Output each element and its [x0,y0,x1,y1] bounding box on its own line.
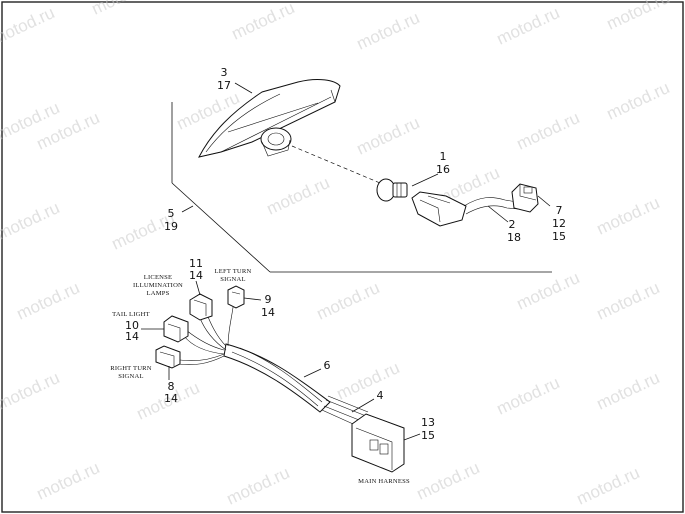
watermark-layer: motod.ru motod.ru motod.ru motod.ru moto… [0,0,672,509]
svg-text:13: 13 [421,416,435,429]
connector-right-turn [155,345,181,369]
svg-text:3: 3 [221,66,228,79]
svg-text:SIGNAL: SIGNAL [118,373,143,380]
svg-text:SIGNAL: SIGNAL [220,276,245,283]
callout-8-14: 8 14 [164,380,178,405]
svg-text:ILLUMINATION: ILLUMINATION [133,282,183,289]
caption-license-illumination-lamps: LICENSE ILLUMINATION LAMPS [133,274,183,297]
callout-6: 6 [324,359,331,372]
alignment-dashed-line [291,145,381,184]
callout-1-16: 1 16 [436,150,450,176]
callout-5-19: 5 19 [164,207,178,233]
svg-text:5: 5 [168,207,175,220]
watermark: motod.ru [334,358,403,404]
svg-text:14: 14 [125,330,139,343]
svg-text:16: 16 [436,163,450,176]
watermark: motod.ru [594,278,663,324]
watermark: motod.ru [264,173,333,219]
watermark: motod.ru [229,0,298,44]
watermark: motod.ru [14,278,83,324]
svg-text:LEFT TURN: LEFT TURN [215,268,252,275]
bulb [376,178,408,202]
tail-lamp-housing [198,78,341,158]
callout-11-14: 11 14 [189,257,203,282]
watermark: motod.ru [314,278,383,324]
callout-13-15: 13 15 [421,416,435,442]
watermark: motod.ru [604,0,673,34]
bulb-socket-harness [411,183,539,227]
callout-10-14: 10 14 [125,319,139,343]
svg-text:15: 15 [552,230,566,243]
connector-tail-light [163,315,189,343]
caption-main-harness: MAIN HARNESS [358,478,410,485]
svg-text:7: 7 [556,204,563,217]
caption-right-turn-signal: RIGHT TURN SIGNAL [110,365,152,380]
watermark: motod.ru [514,108,583,154]
svg-text:4: 4 [377,389,384,402]
svg-text:14: 14 [189,269,203,282]
watermark: motod.ru [574,463,643,509]
watermark: motod.ru [0,198,62,244]
callout-4: 4 [377,389,384,402]
watermark: motod.ru [604,78,673,124]
caption-tail-light: TAIL LIGHT [112,311,150,318]
callout-9-14: 9 14 [261,293,275,319]
svg-text:2: 2 [509,218,516,231]
watermark: motod.ru [514,268,583,314]
watermark: motod.ru [224,463,293,509]
svg-text:1: 1 [440,150,447,163]
connector-main-harness [351,413,405,473]
svg-text:LICENSE: LICENSE [144,274,173,281]
group-outline [171,102,552,273]
svg-text:10: 10 [125,319,139,332]
callout-7-12-15: 7 12 15 [552,204,566,243]
watermark: motod.ru [0,3,57,49]
caption-left-turn-signal: LEFT TURN SIGNAL [215,268,252,283]
svg-text:15: 15 [421,429,435,442]
svg-text:19: 19 [164,220,178,233]
connector-left-turn [227,285,245,309]
watermark: motod.ru [354,113,423,159]
leader-lines [141,82,551,441]
watermark: motod.ru [494,373,563,419]
watermark: motod.ru [594,193,663,239]
svg-text:8: 8 [168,380,175,393]
svg-text:14: 14 [261,306,275,319]
connector-license-lamps [189,293,213,321]
svg-text:RIGHT TURN: RIGHT TURN [110,365,152,372]
watermark: motod.ru [354,8,423,54]
watermark: motod.ru [594,368,663,414]
svg-text:18: 18 [507,231,521,244]
svg-text:14: 14 [164,392,178,405]
watermark: motod.ru [34,458,103,504]
svg-text:6: 6 [324,359,331,372]
callout-2-18: 2 18 [507,218,521,244]
svg-text:9: 9 [265,293,272,306]
watermark: motod.ru [494,3,563,49]
svg-text:12: 12 [552,217,566,230]
wiring-harness [177,299,369,429]
callout-3-17: 3 17 [217,66,231,92]
svg-text:11: 11 [189,257,203,270]
svg-text:TAIL LIGHT: TAIL LIGHT [112,311,150,318]
watermark: motod.ru [89,0,158,19]
svg-text:MAIN HARNESS: MAIN HARNESS [358,478,410,485]
svg-text:17: 17 [217,79,231,92]
svg-text:LAMPS: LAMPS [147,290,170,297]
watermark: motod.ru [0,368,62,414]
watermark: motod.ru [414,458,483,504]
